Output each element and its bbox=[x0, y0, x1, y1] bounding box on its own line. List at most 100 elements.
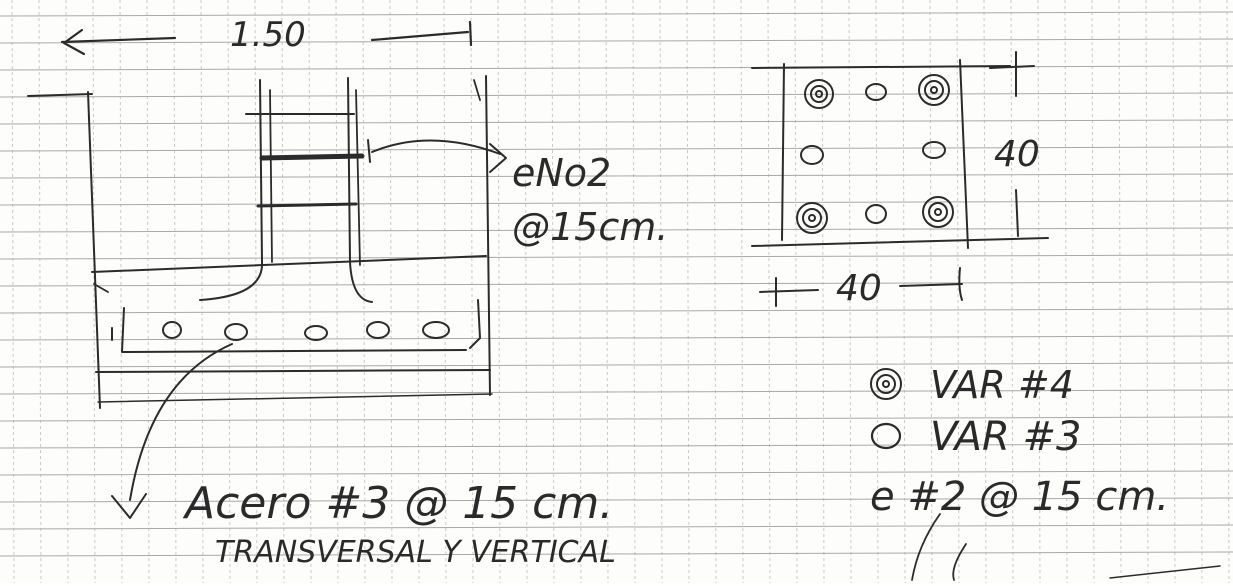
grid-line-vertical bbox=[659, 0, 663, 584]
grid-line-vertical bbox=[1199, 0, 1203, 584]
corner-bar-bottom-left bbox=[796, 202, 828, 234]
height-label: 40 bbox=[994, 134, 1040, 175]
grid-line-vertical bbox=[524, 0, 528, 584]
grid-line-vertical bbox=[902, 0, 906, 584]
grid-line-horizontal bbox=[0, 11, 1233, 17]
footing-right-wall bbox=[485, 75, 491, 396]
ground-line-left bbox=[27, 93, 93, 97]
grid-line-vertical bbox=[1064, 0, 1068, 584]
grid-line-horizontal bbox=[0, 389, 1233, 395]
bar4-symbol-icon bbox=[870, 368, 902, 400]
bottom-bar-4 bbox=[366, 321, 390, 339]
grid-line-vertical bbox=[173, 0, 177, 584]
bottom-bar-2 bbox=[224, 323, 248, 341]
grid-line-vertical bbox=[11, 0, 15, 584]
grid-line-vertical bbox=[1091, 0, 1095, 584]
grid-line-vertical bbox=[956, 0, 960, 584]
grid-line-vertical bbox=[632, 0, 636, 584]
grid-line-horizontal bbox=[0, 65, 1233, 71]
grid-line-vertical bbox=[497, 0, 501, 584]
grid-line-vertical bbox=[821, 0, 825, 584]
footing-bottom-line bbox=[95, 369, 491, 373]
width-dimension-column: 40 bbox=[759, 267, 963, 309]
grid-line-vertical bbox=[578, 0, 582, 584]
grid-line-vertical bbox=[200, 0, 204, 584]
bottom-mat-outer bbox=[121, 307, 467, 353]
side-bar-right bbox=[922, 141, 946, 159]
corner-bar-top-left bbox=[804, 79, 834, 109]
grid-line-horizontal bbox=[0, 416, 1233, 422]
side-bar-left bbox=[800, 145, 824, 165]
signature-stroke-2 bbox=[952, 543, 967, 581]
width-dimension: 1.50 bbox=[60, 15, 473, 56]
grid-line-vertical bbox=[1037, 0, 1041, 584]
column-bars bbox=[796, 74, 954, 234]
grid-line-vertical bbox=[983, 0, 987, 584]
column-left-edge bbox=[781, 63, 785, 241]
grid-line-horizontal bbox=[0, 470, 1233, 476]
grid-line-horizontal bbox=[0, 443, 1233, 449]
grid-line-horizontal bbox=[0, 227, 1233, 233]
grid-line-horizontal bbox=[0, 281, 1233, 287]
grid-line-vertical bbox=[443, 0, 447, 584]
grid-line-horizontal bbox=[0, 200, 1233, 206]
bottom-bar-5 bbox=[422, 321, 450, 339]
column-bar-right bbox=[347, 77, 373, 303]
bar3-label: VAR #3 bbox=[930, 414, 1081, 460]
grid-line-vertical bbox=[605, 0, 609, 584]
bottom-bars bbox=[162, 321, 450, 341]
grid-line-horizontal bbox=[0, 119, 1233, 125]
mid-bar-top bbox=[865, 83, 887, 101]
grid-line-horizontal bbox=[0, 362, 1233, 368]
stirrup-label-line1: eNo2 bbox=[512, 151, 611, 195]
grid-line-vertical bbox=[335, 0, 339, 584]
grid-line-horizontal bbox=[0, 254, 1233, 260]
steel-arrow bbox=[129, 343, 233, 501]
bottom-bar-3 bbox=[304, 325, 328, 341]
steel-label-line2: TRANSVERSAL Y VERTICAL bbox=[215, 535, 616, 570]
grid-line-vertical bbox=[281, 0, 285, 584]
grid-line-vertical bbox=[1118, 0, 1122, 584]
mid-bar-bottom bbox=[865, 204, 887, 224]
signature-stroke-1 bbox=[911, 513, 941, 581]
footing-left-wall bbox=[87, 91, 101, 409]
bar3-symbol-icon bbox=[870, 422, 902, 450]
grid-line-vertical bbox=[740, 0, 744, 584]
stirrup-3 bbox=[256, 202, 358, 208]
grid-line-vertical bbox=[254, 0, 258, 584]
column-bar-left bbox=[199, 79, 264, 301]
stirrup-2 bbox=[259, 153, 365, 161]
grid-line-horizontal bbox=[0, 146, 1233, 152]
grid-line-vertical bbox=[551, 0, 555, 584]
grid-line-vertical bbox=[389, 0, 393, 584]
grid-line-vertical bbox=[875, 0, 879, 584]
grid-line-vertical bbox=[119, 0, 123, 584]
stirrup-legend-label: e #2 @ 15 cm. bbox=[870, 474, 1169, 520]
grid-line-vertical bbox=[416, 0, 420, 584]
grid-line-horizontal bbox=[0, 173, 1233, 179]
grid-line-vertical bbox=[308, 0, 312, 584]
column-bottom-edge bbox=[751, 237, 1049, 247]
footing-elevation: 1.50 eNo2 @15cm. bbox=[27, 15, 668, 570]
corner-bar-bottom-right bbox=[922, 196, 954, 228]
grid-line-vertical bbox=[1172, 0, 1176, 584]
grid-line-horizontal bbox=[0, 524, 1233, 530]
grid-line-vertical bbox=[470, 0, 474, 584]
grid-line-vertical bbox=[767, 0, 771, 584]
grid-line-vertical bbox=[1145, 0, 1149, 584]
steel-label-line1: Acero #3 @ 15 cm. bbox=[182, 478, 613, 529]
stirrup-label-line2: @15cm. bbox=[512, 205, 668, 249]
grid-line-vertical bbox=[686, 0, 690, 584]
column-width-label: 40 bbox=[836, 268, 882, 309]
column-right-edge bbox=[959, 59, 969, 249]
grid-line-horizontal bbox=[0, 92, 1233, 98]
grid-line-vertical bbox=[227, 0, 231, 584]
corner-bar-top-right bbox=[918, 74, 950, 106]
column-section: 40 40 bbox=[751, 51, 1049, 309]
grid-line-vertical bbox=[1010, 0, 1014, 584]
legend: VAR #4 VAR #3 e #2 @ 15 cm. bbox=[870, 363, 1221, 581]
grid-line-vertical bbox=[1226, 0, 1230, 584]
